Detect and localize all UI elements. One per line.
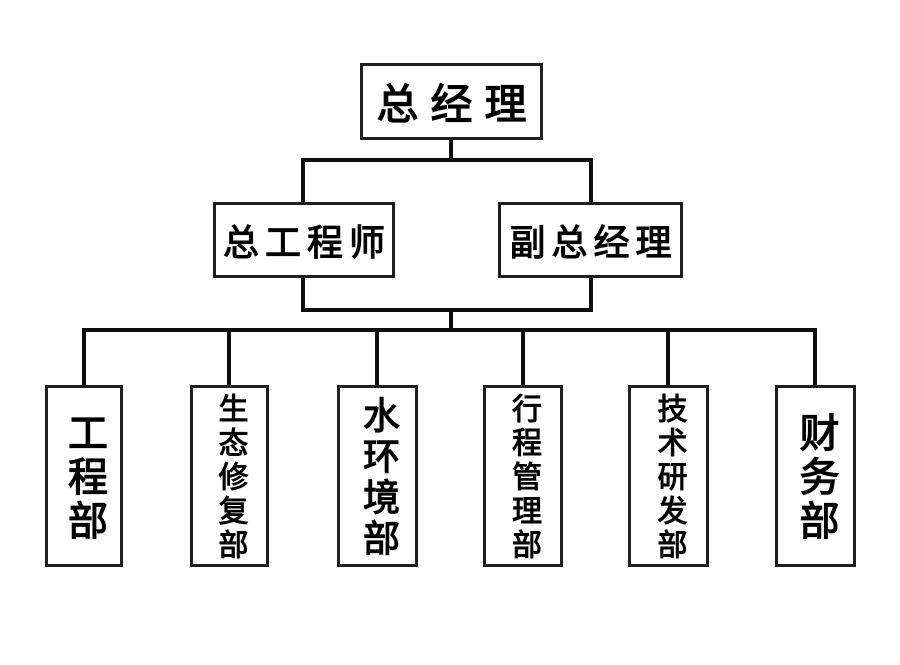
- connector-department-bus: [82, 328, 817, 332]
- node-deputy-general-manager-label: 副总经理: [509, 222, 678, 263]
- connector-mid-stub: [449, 308, 453, 332]
- connector-drop-finance: [813, 328, 817, 388]
- connector-level2-horizontal: [301, 158, 593, 162]
- connector-to-chief-engineer: [301, 158, 305, 205]
- node-deputy-general-manager: 副总经理: [498, 202, 683, 278]
- connector-drop-tech-rd: [666, 328, 670, 388]
- node-chief-engineer: 总工程师: [213, 202, 395, 278]
- node-eco-restoration-dept-label: 生态修复部: [213, 393, 247, 563]
- node-general-manager: 总经理: [360, 63, 543, 140]
- connector-drop-engineering: [82, 328, 86, 388]
- connector-drop-eco-restoration: [227, 328, 231, 388]
- connector-mid-horizontal: [301, 308, 593, 312]
- connector-from-chief-engineer: [301, 275, 305, 312]
- node-tech-rd-dept: 技术研发部: [628, 385, 709, 567]
- node-admin-management-dept: 行程管理部: [483, 385, 563, 567]
- node-eco-restoration-dept: 生态修复部: [190, 385, 269, 567]
- node-water-environment-dept-label: 水环境部: [357, 396, 399, 560]
- connector-from-deputy-gm: [589, 275, 593, 312]
- node-engineering-dept-label: 工程部: [62, 412, 106, 544]
- node-engineering-dept: 工程部: [45, 385, 123, 567]
- connector-to-deputy-gm: [589, 158, 593, 205]
- node-tech-rd-dept-label: 技术研发部: [652, 393, 686, 563]
- connector-drop-water-environment: [375, 328, 379, 388]
- node-finance-dept: 财务部: [775, 385, 856, 567]
- connector-drop-admin-management: [521, 328, 525, 388]
- connector-root-stub: [449, 137, 453, 162]
- node-finance-dept-label: 财务部: [793, 412, 838, 544]
- node-water-environment-dept: 水环境部: [337, 385, 418, 567]
- node-chief-engineer-label: 总工程师: [222, 222, 391, 263]
- node-general-manager-label: 总经理: [376, 81, 539, 128]
- node-admin-management-dept-label: 行程管理部: [507, 393, 540, 563]
